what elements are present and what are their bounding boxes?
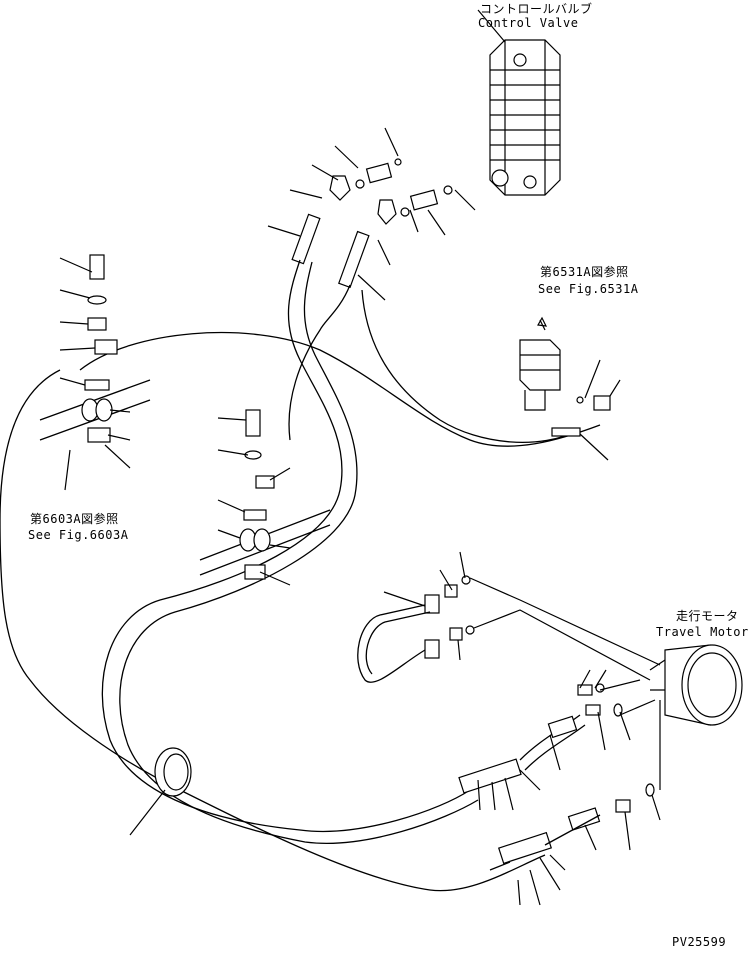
travel-motor-label-jp: 走行モータ <box>676 609 739 623</box>
valve-fittings <box>329 158 453 225</box>
hose-ends <box>458 714 601 871</box>
upper-hoses <box>101 213 581 844</box>
travel-motor-label-en: Travel Motor <box>656 625 749 639</box>
lower-fittings <box>577 679 656 813</box>
clamp-assembly-left <box>81 254 118 443</box>
ref-6531-label-jp: 第6531A図参照 <box>540 265 629 279</box>
leader-lines <box>59 9 661 906</box>
ring-filter <box>154 747 192 797</box>
control-valve <box>489 39 561 196</box>
ref-6603-label-en: See Fig.6603A <box>28 528 129 542</box>
clamp-assembly-middle <box>239 409 275 580</box>
travel-motor <box>649 644 743 790</box>
ref-6603-label-jp: 第6603A図参照 <box>30 512 119 526</box>
drawing-number: PV25599 <box>672 935 727 949</box>
ref-6531-label-en: See Fig.6531A <box>538 282 639 296</box>
control-valve-label-jp: コントロールバルブ <box>480 2 593 16</box>
u-hose <box>357 575 661 683</box>
main-pipes <box>0 331 601 892</box>
block-bracket <box>519 316 611 437</box>
control-valve-label-en: Control Valve <box>478 16 579 30</box>
